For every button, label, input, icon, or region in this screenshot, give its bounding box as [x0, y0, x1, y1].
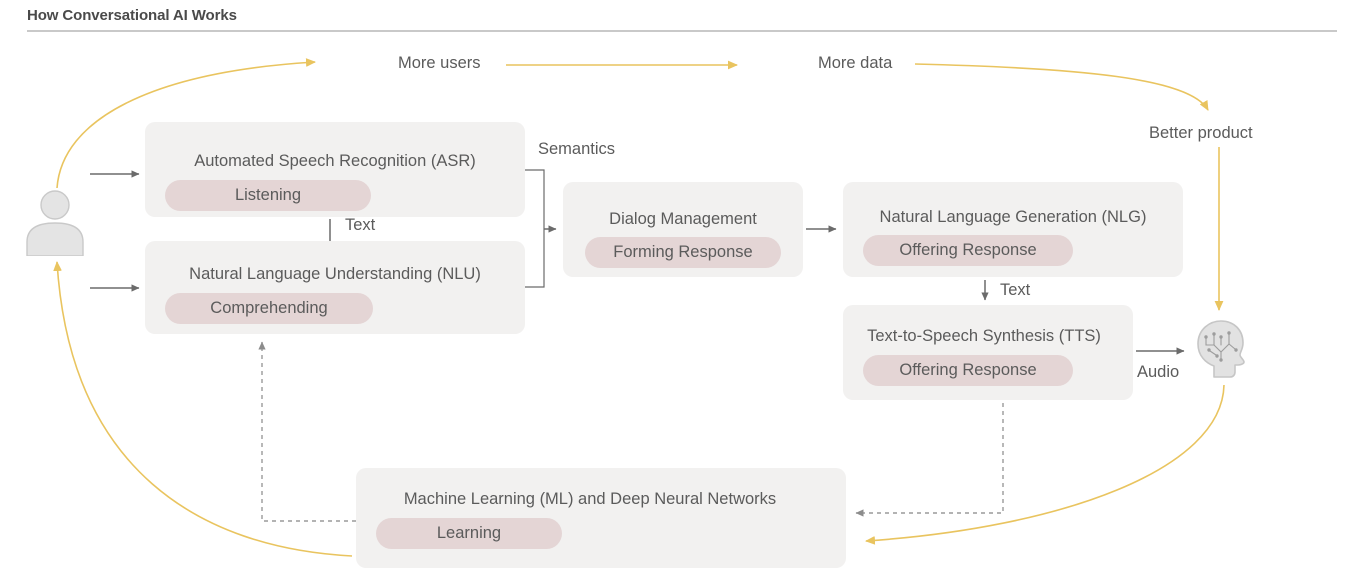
person-avatar-icon [26, 190, 84, 256]
stage-box-asr[interactable]: Automated Speech Recognition (ASR) Liste… [145, 122, 525, 217]
stage-box-nlg[interactable]: Natural Language Generation (NLG) Offeri… [843, 182, 1183, 277]
loop-arrow-better-product [914, 63, 1209, 111]
dashed-tts-to-ml [855, 403, 1004, 517]
page-title: How Conversational AI Works [27, 7, 237, 24]
stage-title-nlu: Natural Language Understanding (NLU) [189, 265, 481, 283]
edge-label-better-product: Better product [1149, 124, 1253, 142]
header-divider [27, 30, 1337, 32]
stage-status-nlu: Comprehending [165, 293, 373, 324]
edge-label-audio: Audio [1137, 363, 1180, 381]
ai-brain-head-icon [1197, 320, 1245, 378]
stage-status-dialog-management: Forming Response [585, 237, 781, 268]
stage-status-tts: Offering Response [863, 355, 1073, 386]
stage-status-asr: Listening [165, 180, 371, 211]
stage-box-tts[interactable]: Text-to-Speech Synthesis (TTS) Offering … [843, 305, 1133, 400]
loop-arrow-ai-to-ml [865, 384, 1225, 545]
stage-title-nlg: Natural Language Generation (NLG) [879, 208, 1147, 226]
edge-label-text-nlg-tts: Text [1000, 281, 1031, 299]
stage-box-dialog-management[interactable]: Dialog Management Forming Response [563, 182, 803, 277]
stage-title-machine-learning: Machine Learning (ML) and Deep Neural Ne… [403, 490, 777, 508]
stage-box-nlu[interactable]: Natural Language Understanding (NLU) Com… [145, 241, 525, 334]
stage-status-nlg: Offering Response [863, 235, 1073, 266]
stage-title-tts: Text-to-Speech Synthesis (TTS) [867, 327, 1101, 345]
edge-label-text-asr-nlu: Text [345, 216, 376, 234]
edge-label-more-data: More data [818, 54, 893, 72]
stage-status-machine-learning: Learning [376, 518, 562, 549]
edge-label-semantics: Semantics [538, 140, 616, 158]
edge-label-more-users: More users [398, 54, 481, 72]
stage-box-machine-learning[interactable]: Machine Learning (ML) and Deep Neural Ne… [356, 468, 846, 568]
stage-title-asr: Automated Speech Recognition (ASR) [194, 152, 476, 170]
stage-title-dialog-management: Dialog Management [609, 210, 757, 228]
bracket-semantics [525, 169, 557, 288]
